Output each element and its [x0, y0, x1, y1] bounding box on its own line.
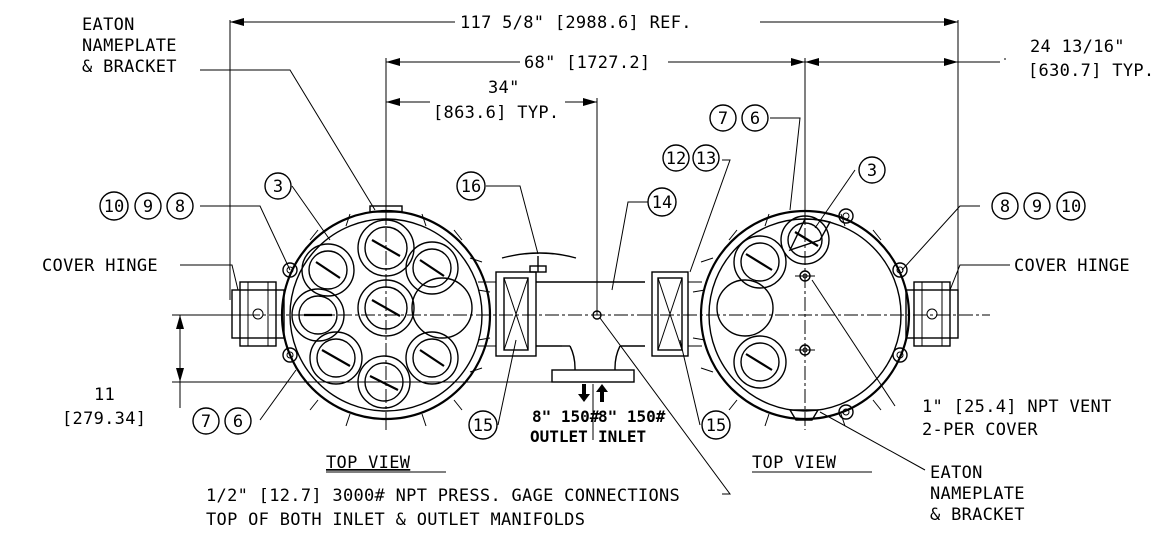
svg-text:12: 12 [666, 149, 686, 169]
svg-text:6: 6 [750, 109, 760, 129]
balloon-3-right: 3 [858, 156, 886, 184]
svg-text:7: 7 [718, 109, 728, 129]
balloon-7-bottom: 7 [192, 407, 220, 435]
svg-text:8: 8 [175, 197, 185, 217]
nameplate-right-line2: NAMEPLATE [930, 484, 1025, 504]
nameplate-right-line1: EATON [930, 463, 983, 483]
balloon-6-top: 6 [741, 104, 769, 132]
cover-hinge-left: COVER HINGE [42, 256, 158, 276]
nameplate-left-line3: & BRACKET [82, 57, 177, 77]
svg-text:13: 13 [696, 149, 716, 169]
balloons: 7 6 12 13 3 3 16 14 10 9 8 8 9 10 7 6 15… [99, 104, 1086, 440]
svg-text:10: 10 [104, 197, 124, 217]
balloon-6-bottom: 6 [224, 407, 252, 435]
height-dimension-line2: [279.34] [62, 409, 146, 429]
balloon-14: 14 [647, 187, 677, 217]
svg-text:15: 15 [473, 416, 493, 436]
svg-text:9: 9 [143, 197, 153, 217]
svg-text:16: 16 [461, 177, 481, 197]
gage-note-line2: TOP OF BOTH INLET & OUTLET MANIFOLDS [206, 510, 585, 530]
svg-text:8: 8 [1000, 197, 1010, 217]
center-dimension: 68" [1727.2] [524, 53, 650, 73]
outlet-label: OUTLET [530, 427, 588, 446]
npt-vent-line2: 2-PER COVER [922, 420, 1038, 440]
overall-dimension: 117 5/8" [2988.6] REF. [460, 13, 692, 33]
view-label-left: TOP VIEW [326, 453, 411, 473]
balloon-16: 16 [456, 171, 486, 201]
balloon-10-right: 10 [1056, 191, 1086, 221]
text-labels: 117 5/8" [2988.6] REF. 68" [1727.2] 34" … [42, 13, 1154, 530]
nameplate-left-line2: NAMEPLATE [82, 36, 177, 56]
balloon-13: 13 [692, 144, 720, 172]
balloon-9-left: 9 [134, 192, 162, 220]
svg-text:3: 3 [273, 177, 283, 197]
svg-text:3: 3 [867, 161, 877, 181]
left-filter-vessel [231, 205, 492, 430]
balloon-12: 12 [662, 144, 690, 172]
manifold-piping [478, 252, 702, 440]
svg-text:15: 15 [706, 416, 726, 436]
leader-lines [180, 69, 1010, 495]
right-filter-vessel [692, 208, 959, 427]
balloon-10-left: 10 [99, 191, 129, 221]
balloon-7-top: 7 [709, 104, 737, 132]
balloon-3-left: 3 [264, 172, 292, 200]
nameplate-right-line3: & BRACKET [930, 505, 1025, 525]
balloon-8-left: 8 [166, 192, 194, 220]
height-dimension-line1: 11 [94, 385, 115, 405]
cover-hinge-right: COVER HINGE [1014, 256, 1130, 276]
svg-text:9: 9 [1032, 197, 1042, 217]
inlet-label: INLET [598, 427, 646, 446]
flange-dimension-line2: [630.7] TYP. [1028, 61, 1154, 81]
half-center-dimension-line2: [863.6] TYP. [433, 103, 559, 123]
npt-vent-line1: 1" [25.4] NPT VENT [922, 397, 1112, 417]
half-center-dimension-line1: 34" [488, 78, 520, 98]
outlet-size: 8" 150# [532, 407, 600, 426]
balloon-8-right: 8 [991, 192, 1019, 220]
nameplate-left-line1: EATON [82, 15, 135, 35]
svg-text:6: 6 [233, 412, 243, 432]
inlet-size: 8" 150# [598, 407, 666, 426]
view-label-right: TOP VIEW [752, 453, 837, 473]
svg-text:7: 7 [201, 412, 211, 432]
balloon-9-right: 9 [1023, 192, 1051, 220]
balloon-15-right: 15 [701, 410, 731, 440]
gage-note-line1: 1/2" [12.7] 3000# NPT PRESS. GAGE CONNEC… [206, 486, 680, 506]
flange-dimension-line1: 24 13/16" [1030, 37, 1125, 57]
svg-text:10: 10 [1061, 197, 1081, 217]
balloon-15-left: 15 [468, 410, 498, 440]
svg-text:14: 14 [652, 193, 672, 213]
